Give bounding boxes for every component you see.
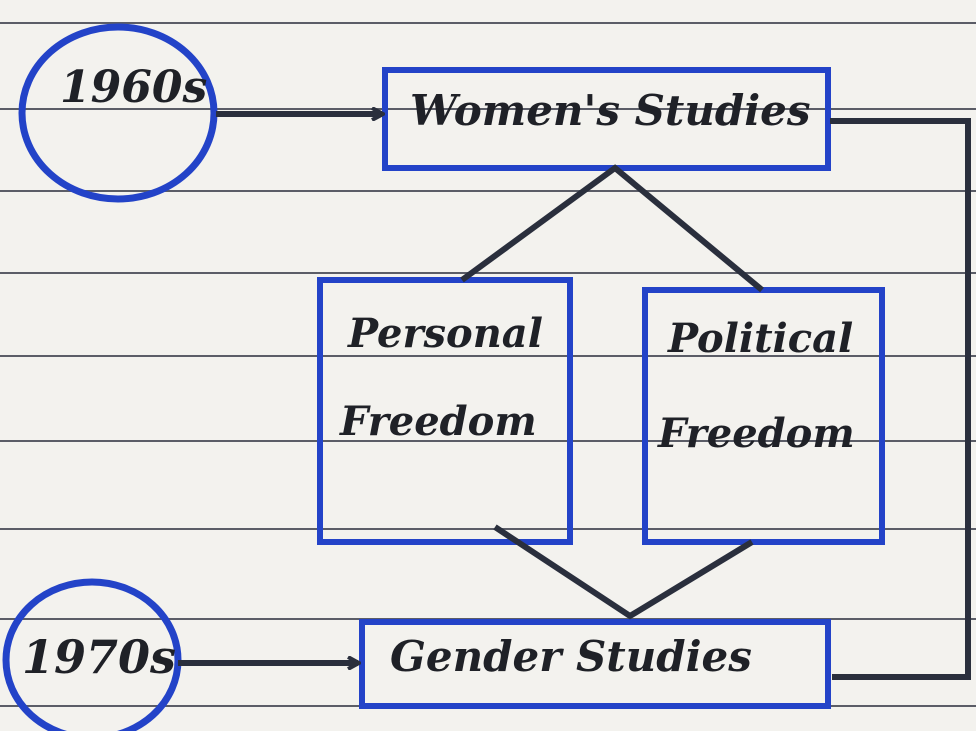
ruled-line	[0, 440, 976, 442]
label-personal: Personal	[348, 310, 543, 357]
label-womens-studies: Women's Studies	[410, 86, 811, 135]
ruled-line	[0, 355, 976, 357]
ruled-line	[0, 22, 976, 24]
label-gender-studies: Gender Studies	[390, 632, 752, 681]
line-womens-to-freedoms	[460, 164, 764, 293]
line-freedoms-to-gender	[493, 524, 754, 620]
box-gender-studies	[359, 619, 831, 709]
label-1970s: 1970s	[22, 630, 176, 684]
box-womens-studies	[382, 67, 831, 171]
line-womens-to-gender-connector	[830, 118, 971, 680]
circle-1960s	[18, 23, 218, 203]
box-political-freedom	[642, 287, 885, 545]
label-1960s: 1960s	[60, 62, 208, 113]
ruled-line	[0, 108, 976, 110]
label-personal-freedom: Freedom	[340, 398, 537, 445]
ruled-line	[0, 272, 976, 274]
ruled-line	[0, 190, 976, 192]
box-personal-freedom	[317, 277, 573, 545]
ruled-line	[0, 528, 976, 530]
label-political: Political	[668, 315, 854, 362]
label-political-freedom: Freedom	[658, 410, 855, 457]
